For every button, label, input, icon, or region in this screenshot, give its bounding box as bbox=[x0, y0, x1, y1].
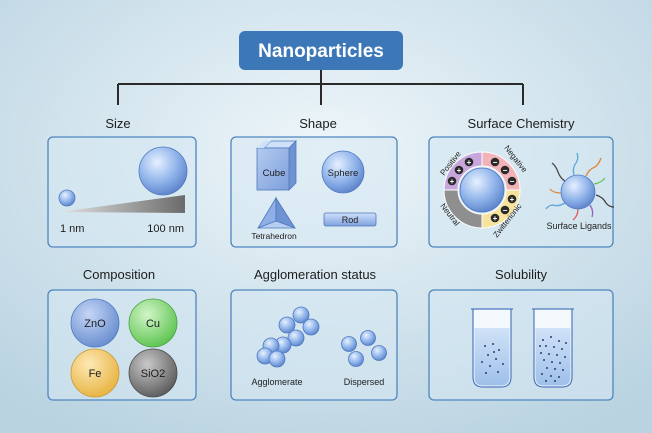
panel-solubility bbox=[428, 289, 614, 401]
svg-text:+: + bbox=[450, 177, 455, 186]
heading-composition: Composition bbox=[83, 267, 155, 282]
sphere-shape bbox=[321, 150, 365, 194]
size-max-label: 100 nm bbox=[147, 223, 184, 235]
size-min-label: 1 nm bbox=[60, 223, 84, 235]
title-text: Nanoparticles bbox=[258, 41, 384, 62]
surface-ligands-illustration: Surface Ligands bbox=[545, 152, 615, 231]
tree-connectors bbox=[117, 70, 524, 105]
tube-left bbox=[471, 308, 513, 388]
dispersed-particles bbox=[341, 330, 387, 367]
dispersed-label: Dispersed bbox=[344, 377, 385, 387]
large-particle bbox=[138, 146, 188, 196]
sphere-label: Sphere bbox=[328, 168, 359, 179]
tube-right bbox=[532, 308, 574, 388]
svg-text:−: − bbox=[503, 166, 508, 175]
panel-agglomeration bbox=[230, 289, 398, 401]
cu-particle bbox=[128, 298, 178, 348]
composition-illustration: ZnO Cu Fe SiO2 bbox=[70, 298, 178, 398]
sio2-particle bbox=[128, 348, 178, 398]
svg-text:−: − bbox=[510, 177, 515, 186]
svg-text:+: + bbox=[467, 158, 472, 167]
charged-particle-core bbox=[459, 167, 505, 213]
heading-shape: Shape bbox=[299, 116, 337, 131]
tetrahedron-label: Tetrahedron bbox=[251, 231, 297, 241]
title-group: Nanoparticles bbox=[239, 31, 403, 70]
svg-text:+: + bbox=[510, 195, 515, 204]
svg-text:+: + bbox=[457, 166, 462, 175]
svg-text:+: + bbox=[493, 214, 498, 223]
cube-shape bbox=[256, 140, 297, 191]
cu-label: Cu bbox=[146, 318, 160, 330]
title-box bbox=[239, 31, 403, 70]
surface-charge-illustration: + + + − − − + − + Positive Negative Neut… bbox=[438, 144, 529, 240]
heading-solubility: Solubility bbox=[495, 267, 548, 282]
heading-size: Size bbox=[105, 116, 130, 131]
heading-agglomeration: Agglomeration status bbox=[254, 267, 377, 282]
fe-particle bbox=[70, 348, 120, 398]
zno-particle bbox=[70, 298, 120, 348]
surface-ligands-label: Surface Ligands bbox=[546, 221, 612, 231]
svg-text:−: − bbox=[493, 158, 498, 167]
fe-label: Fe bbox=[89, 368, 102, 380]
agglomerate-label: Agglomerate bbox=[251, 377, 302, 387]
heading-surface-chemistry: Surface Chemistry bbox=[468, 116, 575, 131]
size-illustration: 1 nm 100 nm bbox=[58, 146, 188, 235]
rod-shape bbox=[323, 212, 377, 227]
small-particle bbox=[58, 189, 76, 207]
rod-label: Rod bbox=[342, 215, 359, 225]
svg-text:−: − bbox=[503, 206, 508, 215]
sio2-label: SiO2 bbox=[141, 368, 165, 380]
agglomerate-cluster bbox=[256, 306, 320, 368]
tetrahedron-shape bbox=[257, 196, 296, 229]
cube-label: Cube bbox=[263, 168, 286, 179]
zno-label: ZnO bbox=[84, 318, 106, 330]
size-wedge bbox=[60, 195, 185, 213]
solubility-illustration bbox=[471, 308, 574, 388]
ligand-particle bbox=[560, 174, 596, 210]
agglomeration-illustration: Agglomerate Dispersed bbox=[251, 306, 387, 387]
shape-illustration: Cube Sphere Tetrahedron Rod bbox=[251, 140, 377, 241]
